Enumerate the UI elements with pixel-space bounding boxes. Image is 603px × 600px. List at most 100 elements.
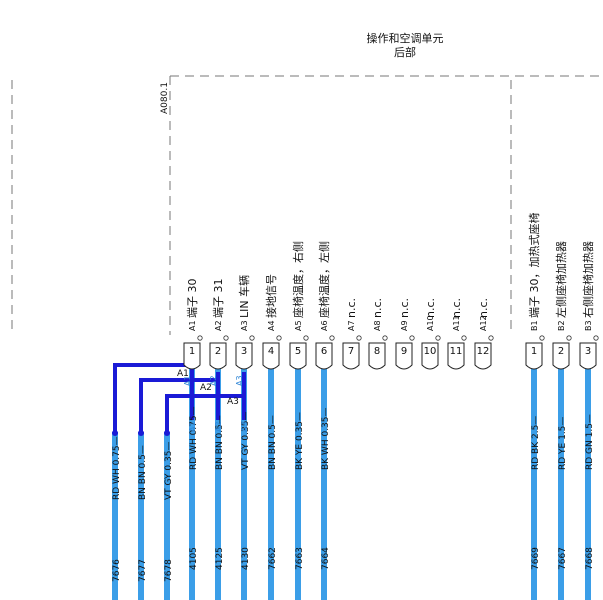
pin-num-A6: 6: [321, 346, 327, 357]
pin-num-A10: 10: [424, 346, 437, 357]
pin-num-A9: 9: [401, 346, 407, 357]
wire-code-A6: 7664: [321, 547, 331, 570]
pin-num-A11: 11: [450, 346, 463, 357]
pin-desc-A11: n.c.: [450, 298, 463, 318]
wire-code-A4: 7662: [268, 547, 278, 570]
splice-wire-label-1: A2: [214, 421, 223, 432]
pin-id-A1: A1: [188, 320, 197, 331]
unit-outline: [11, 75, 600, 335]
pin-tick-B1: [539, 335, 545, 341]
splice-top-label-1: A2: [209, 375, 218, 386]
unit-title-line2: 后部: [394, 45, 416, 59]
pin-desc-A8: n.c.: [371, 298, 384, 318]
pin-tick-A8: [382, 335, 388, 341]
pin-desc-A10: n.c.: [424, 298, 437, 318]
splice-top-label-2: A3: [235, 375, 244, 386]
pin-id-A10: A10: [426, 315, 435, 331]
wires-layer: [112, 368, 591, 600]
pin-desc-B2: 左侧座椅加热器: [554, 241, 568, 318]
wire-spec-B3: RD GN 1.5—: [585, 414, 595, 470]
pin-tab-B3: [579, 342, 597, 370]
pin-desc-A7: n.c.: [345, 298, 358, 318]
wire-spec-B1: RD BK 2.5—: [531, 416, 541, 470]
wire-code-A2: 4125: [215, 547, 225, 570]
pin-desc-A12: n.c.: [477, 298, 490, 318]
pin-desc-A3: LIN 车辆: [237, 275, 251, 318]
splice-wire-label-2: A3: [240, 421, 249, 432]
pin-tab-A2: [209, 342, 227, 370]
splice-label-2: A3: [227, 397, 239, 407]
pin-tab-B1: [525, 342, 543, 370]
pin-id-A7: A7: [347, 320, 356, 331]
pin-tab-A4: [262, 342, 280, 370]
splice-top-label-0: A1: [183, 375, 192, 386]
pin-tab-A3: [235, 342, 253, 370]
pin-id-B2: B2: [557, 320, 566, 331]
extra-wire-spec-1: BN BN 0.5—: [138, 445, 148, 500]
wire-spec-A4: BN BN 0.5—: [268, 415, 278, 470]
pin-id-A5: A5: [294, 320, 303, 331]
wire-spec-A2: BN BN 0.5—: [215, 415, 225, 470]
pin-num-A1: 1: [189, 346, 195, 357]
wire-spec-A5: BK YE 0.35—: [295, 412, 305, 470]
pin-id-A3: A3: [240, 320, 249, 331]
pin-tab-A11: [447, 342, 465, 370]
unit-title-line1: 操作和空调单元: [367, 31, 444, 45]
pin-tab-A10: [421, 342, 439, 370]
pin-tick-B3: [593, 335, 599, 341]
pin-num-A12: 12: [477, 346, 490, 357]
pin-desc-A4: 接地信号: [265, 274, 278, 318]
extra-wire-code-2: 7678: [164, 559, 174, 582]
pin-tick-B2: [566, 335, 572, 341]
pin-num-A4: 4: [268, 346, 274, 357]
pin-tick-A9: [409, 335, 415, 341]
pin-desc-A6: 座椅温度，左侧: [317, 241, 331, 318]
splice-wire-label-0: A1: [188, 421, 197, 432]
pin-num-B1: 1: [531, 346, 537, 357]
pin-id-A11: A11: [452, 315, 461, 331]
pin-tab-A5: [289, 342, 307, 370]
wire-code-B2: 7667: [558, 547, 568, 570]
pin-tab-A8: [368, 342, 386, 370]
wire-code-A3: 4130: [241, 547, 251, 570]
pin-id-A6: A6: [320, 320, 329, 331]
pin-tab-A7: [342, 342, 360, 370]
splice-label-1: A2: [200, 383, 212, 393]
unit-code: A080.1: [160, 82, 170, 114]
pin-tick-A11: [461, 335, 467, 341]
wire-code-A5: 7663: [295, 547, 305, 570]
extra-wire-spec-0: RD WH 0.75—: [112, 436, 122, 500]
pin-desc-B1: 端子 30，加热式座椅: [527, 213, 541, 319]
pin-num-A3: 3: [241, 346, 247, 357]
pin-tick-A7: [356, 335, 362, 341]
wire-spec-A3: VT GY 0.35—: [241, 412, 251, 470]
pin-id-A9: A9: [400, 320, 409, 331]
pin-id-B3: B3: [584, 320, 593, 331]
pin-num-A8: 8: [374, 346, 380, 357]
extra-wire-spec-2: VT GY 0.35—: [164, 442, 174, 500]
pin-tick-A2: [223, 335, 229, 341]
pin-tick-A1: [197, 335, 203, 341]
wire-code-A1: 4105: [189, 547, 199, 570]
wire-spec-A6: BK WH 0.35—: [321, 407, 331, 470]
pin-num-A2: 2: [215, 346, 221, 357]
splice-label-0: A1: [177, 369, 189, 379]
pin-num-A5: 5: [295, 346, 301, 357]
pin-num-A7: 7: [348, 346, 354, 357]
pin-tick-A12: [488, 335, 494, 341]
pin-id-B1: B1: [530, 320, 539, 331]
wire-code-B3: 7668: [585, 547, 595, 570]
pin-tick-A4: [276, 335, 282, 341]
wire-spec-A1: RD WH 0.75—: [189, 406, 199, 470]
pin-tab-B2: [552, 342, 570, 370]
wire-code-B1: 7669: [531, 547, 541, 570]
pin-desc-A1: 端子 30: [186, 279, 199, 319]
pin-tab-A9: [395, 342, 413, 370]
pin-tick-A10: [435, 335, 441, 341]
pin-id-A4: A4: [267, 320, 276, 331]
pin-num-B3: 3: [585, 346, 591, 357]
pin-tab-A6: [315, 342, 333, 370]
pin-tab-A1: [183, 342, 201, 370]
